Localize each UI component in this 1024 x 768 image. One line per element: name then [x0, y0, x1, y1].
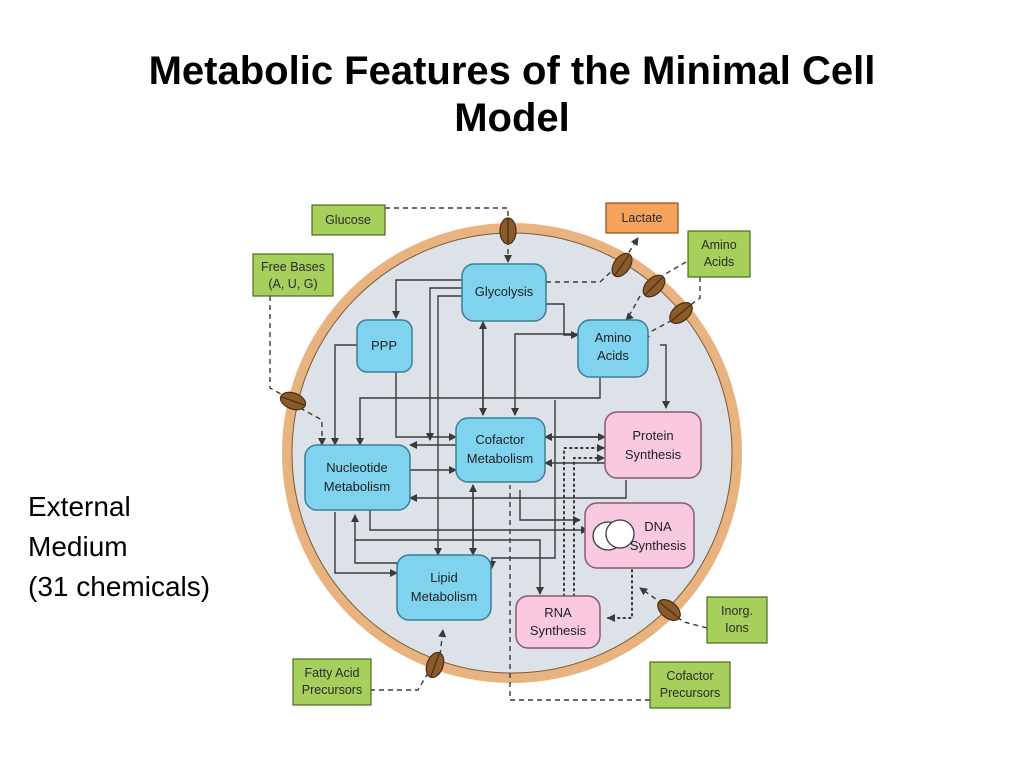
side-label-line-1: External — [28, 491, 131, 522]
node-amino-acids-label-1: Amino — [595, 330, 632, 345]
slide-title-line-2: Model — [454, 96, 570, 140]
ext-free-bases: Free Bases (A, U, G) — [252, 253, 334, 297]
transporter-lactate — [611, 252, 633, 278]
ext-glucose: Glucose — [311, 204, 386, 236]
transporter-amino-acids-1 — [642, 274, 666, 298]
node-rna-label-2: Synthesis — [530, 623, 587, 638]
ext-free-bases-label-1: Free Bases — [261, 260, 325, 274]
ext-fatty-label-1: Fatty Acid — [305, 666, 360, 680]
ext-lactate-label: Lactate — [621, 211, 662, 225]
external-medium-label: External Medium (31 chemicals) — [28, 487, 210, 607]
node-cofactor-metabolism: Cofactor Metabolism — [455, 417, 546, 483]
ext-inorg-ions: Inorg. Ions — [706, 596, 768, 644]
side-label-line-3: (31 chemicals) — [28, 571, 211, 602]
node-amino-acids-label-2: Acids — [597, 348, 629, 363]
ext-inorg-label-1: Inorg. — [721, 604, 753, 618]
node-glycolysis: Glycolysis — [461, 263, 547, 322]
transporter-free-bases — [279, 391, 307, 411]
ext-free-bases-label-2: (A, U, G) — [268, 277, 317, 291]
slide-title-line-1: Metabolic Features of the Minimal Cell — [148, 49, 876, 93]
ext-fatty-acid-precursors: Fatty Acid Precursors — [292, 658, 372, 706]
ext-inorg-label-2: Ions — [725, 621, 749, 635]
node-ppp: PPP — [356, 319, 413, 373]
node-nucleotide-label-2: Metabolism — [324, 479, 390, 494]
node-cofactor-label-1: Cofactor — [475, 432, 525, 447]
transporter-amino-acids-2 — [669, 302, 693, 324]
ext-fatty-label-2: Precursors — [302, 683, 362, 697]
ext-amino-label-1: Amino — [701, 238, 736, 252]
internal-pathway-arrows — [331, 279, 670, 595]
membrane-transporters — [279, 217, 693, 679]
ext-amino-label-2: Acids — [704, 255, 735, 269]
transporter-glucose — [499, 217, 517, 245]
transporter-inorg-ions — [657, 599, 681, 621]
node-rna-label-1: RNA — [544, 605, 572, 620]
node-amino-acids: Amino Acids — [577, 319, 649, 378]
dna-circle-icon — [592, 519, 635, 551]
ext-cofactor-precursors: Cofactor Precursors — [649, 661, 731, 709]
node-protein-label-1: Protein — [632, 428, 673, 443]
node-nucleotide-metabolism: Nucleotide Metabolism — [304, 444, 411, 511]
node-lipid-label-1: Lipid — [430, 570, 457, 585]
node-lipid-metabolism: Lipid Metabolism — [396, 554, 492, 621]
ext-cofactor-label-2: Precursors — [660, 686, 720, 700]
side-label-line-2: Medium — [28, 531, 128, 562]
transporter-fatty-acid — [425, 651, 445, 679]
node-cofactor-label-2: Metabolism — [467, 451, 533, 466]
node-protein-synthesis: Protein Synthesis — [604, 411, 702, 479]
node-ppp-label: PPP — [371, 338, 397, 353]
ext-lactate: Lactate — [605, 202, 679, 234]
genetic-flow-arrows — [563, 444, 633, 622]
node-protein-label-2: Synthesis — [625, 447, 682, 462]
node-dna-label-1: DNA — [644, 519, 672, 534]
node-dna-label-2: Synthesis — [630, 538, 687, 553]
node-nucleotide-label-1: Nucleotide — [326, 460, 387, 475]
node-glycolysis-label: Glycolysis — [475, 284, 534, 299]
node-dna-synthesis: DNA Synthesis — [584, 502, 695, 569]
ext-glucose-label: Glucose — [325, 213, 371, 227]
ext-amino-acids: Amino Acids — [687, 230, 751, 278]
node-rna-synthesis: RNA Synthesis — [515, 595, 601, 649]
ext-cofactor-label-1: Cofactor — [666, 669, 713, 683]
node-lipid-label-2: Metabolism — [411, 589, 477, 604]
